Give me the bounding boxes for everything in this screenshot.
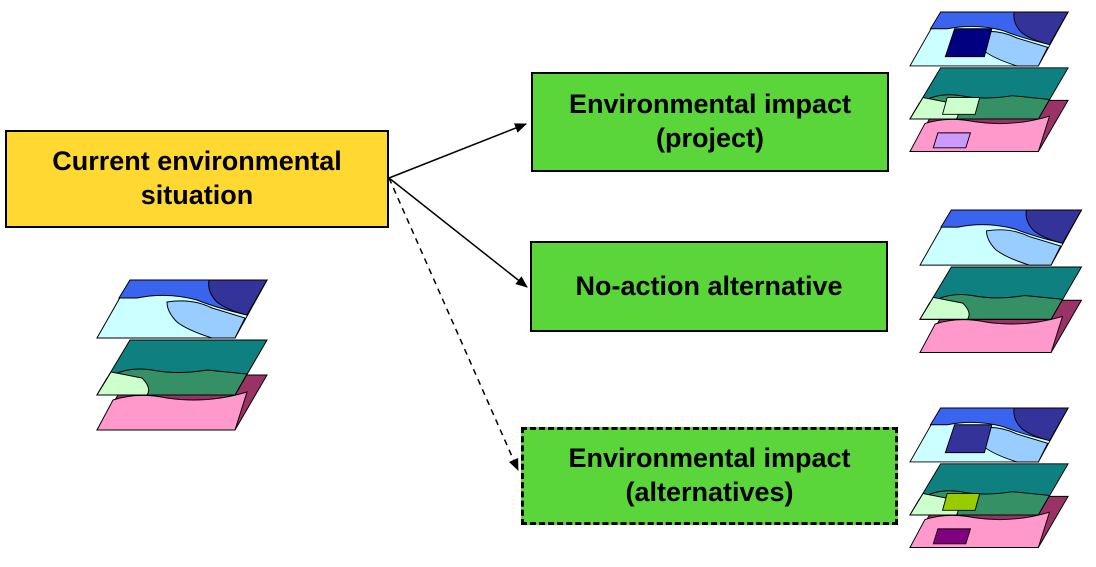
layered-map-icon-no-action bbox=[919, 209, 1083, 353]
alternatives-impact-label: Environmental impact (alternatives) bbox=[568, 443, 851, 507]
edge-current-to-project bbox=[388, 123, 527, 179]
edge-current-to-no-action bbox=[388, 177, 528, 288]
current-situation-label: Current environmental situation bbox=[52, 146, 342, 210]
no-action-label: No-action alternative bbox=[575, 270, 843, 301]
layered-map-icon-alternatives bbox=[909, 407, 1069, 548]
alternatives-impact-node: Environmental impact (alternatives) bbox=[521, 427, 898, 525]
project-impact-label: Environmental impact (project) bbox=[568, 89, 852, 153]
current-situation-node: Current environmental situation bbox=[5, 130, 389, 228]
layered-map-icon-current bbox=[96, 279, 268, 431]
no-action-node: No-action alternative bbox=[530, 241, 888, 332]
edge-current-to-alternatives bbox=[388, 177, 519, 471]
project-impact-node: Environmental impact (project) bbox=[531, 72, 889, 172]
layered-map-icon-project bbox=[909, 11, 1069, 152]
